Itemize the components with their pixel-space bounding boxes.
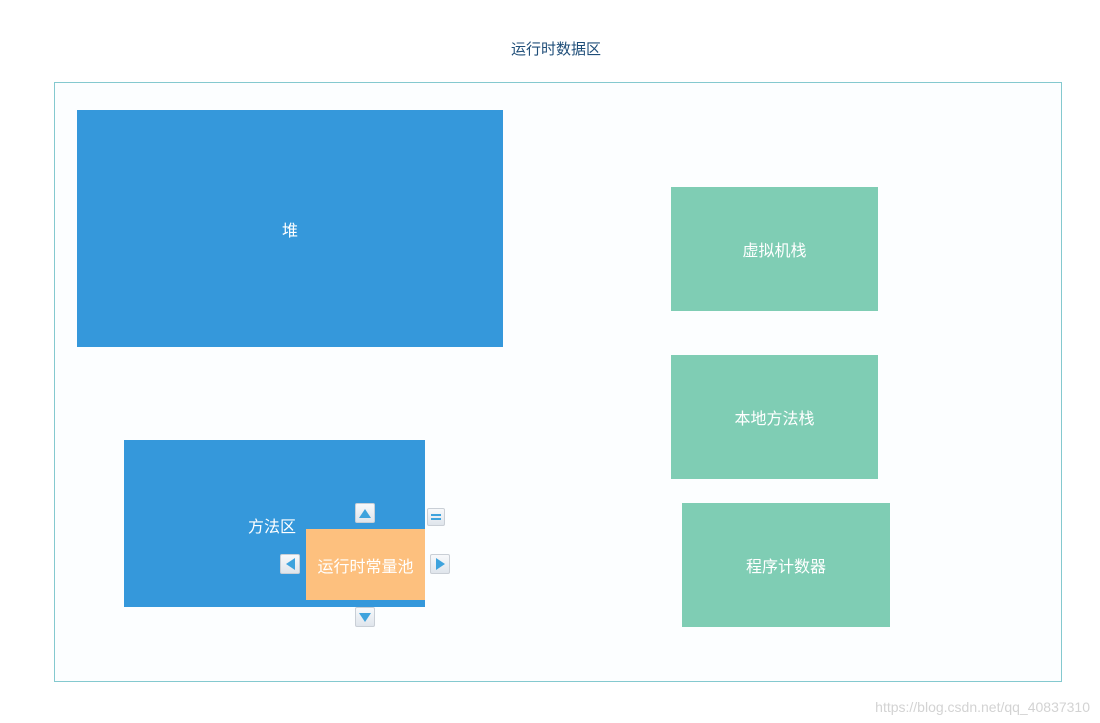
arrow-up-icon[interactable]	[355, 503, 375, 523]
watermark: https://blog.csdn.net/qq_40837310	[875, 699, 1090, 715]
diagram-title: 运行时数据区	[510, 40, 601, 58]
method-area-label: 方法区	[248, 517, 297, 536]
heap-label: 堆	[281, 220, 298, 240]
runtime-constant-pool-label: 运行时常量池	[317, 556, 414, 576]
arrow-right-icon[interactable]	[430, 554, 450, 574]
native-method-stack-box[interactable]: 本地方法栈	[671, 355, 878, 479]
program-counter-label: 程序计数器	[745, 557, 826, 576]
heap-box[interactable]: 堆	[77, 110, 503, 347]
runtime-constant-pool-box[interactable]: 运行时常量池	[306, 529, 425, 600]
arrow-down-icon[interactable]	[355, 607, 375, 627]
vm-stack-box[interactable]: 虚拟机栈	[671, 187, 878, 311]
program-counter-box[interactable]: 程序计数器	[682, 503, 890, 627]
native-method-stack-label: 本地方法栈	[734, 409, 815, 428]
menu-icon[interactable]	[427, 508, 445, 526]
arrow-left-icon[interactable]	[280, 554, 300, 574]
vm-stack-label: 虚拟机栈	[742, 241, 807, 260]
